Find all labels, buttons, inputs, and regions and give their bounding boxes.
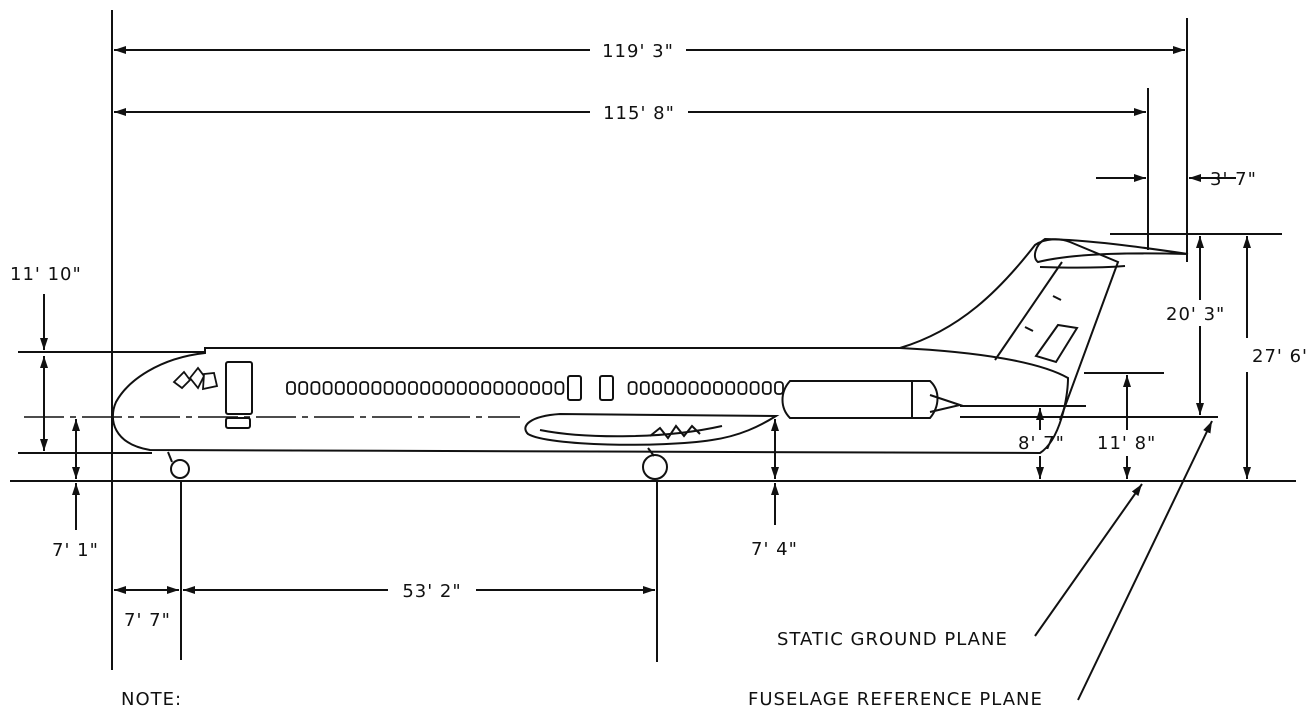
aircraft-silhouette bbox=[111, 237, 1189, 480]
engine-centerline-label: 8' 7" bbox=[1018, 433, 1065, 454]
note-label: NOTE: bbox=[121, 689, 182, 710]
flap-tracks bbox=[649, 424, 701, 440]
cockpit-window-1 bbox=[172, 370, 192, 390]
passenger-window bbox=[347, 381, 357, 395]
passenger-window bbox=[395, 381, 406, 395]
stabilizer-underside bbox=[1039, 265, 1126, 269]
passenger-window-row bbox=[286, 381, 784, 395]
passenger-window bbox=[456, 381, 467, 395]
fuselage-reference-plane-label: FUSELAGE REFERENCE PLANE bbox=[748, 689, 1043, 710]
passenger-window bbox=[359, 381, 370, 395]
overwing-exit-2 bbox=[599, 375, 614, 401]
vertical-tail bbox=[899, 238, 1120, 421]
passenger-window bbox=[298, 381, 309, 395]
engine-nacelle bbox=[781, 380, 939, 419]
cockpit-window-2 bbox=[188, 366, 206, 390]
overall-height-label: 27' 6" bbox=[1252, 346, 1306, 367]
passenger-window bbox=[749, 381, 760, 395]
tail-height-label: 20' 3" bbox=[1166, 304, 1225, 325]
passenger-window bbox=[383, 381, 394, 395]
wing-flap-line bbox=[539, 425, 723, 438]
passenger-window bbox=[652, 381, 662, 395]
passenger-window bbox=[774, 381, 784, 395]
ground-plane-leader bbox=[1034, 483, 1143, 637]
dimension-labels: 119' 3" 115' 8" 3' 7" 11' 10" 7' 1" 20' … bbox=[10, 41, 1306, 710]
passenger-window bbox=[517, 381, 528, 395]
passenger-window bbox=[310, 381, 321, 395]
passenger-window bbox=[432, 381, 443, 395]
passenger-window bbox=[481, 381, 492, 395]
passenger-window bbox=[530, 381, 540, 395]
main-wheel bbox=[642, 454, 668, 480]
nose-gear-offset-label: 7' 7" bbox=[124, 610, 171, 631]
passenger-window bbox=[554, 381, 565, 395]
wheelbase-label: 53' 2" bbox=[402, 581, 461, 602]
dimension-lines bbox=[40, 46, 1251, 701]
passenger-window bbox=[420, 381, 431, 395]
fuselage-length-label: 115' 8" bbox=[603, 103, 675, 124]
nose-height-label: 7' 1" bbox=[52, 540, 99, 561]
passenger-window bbox=[322, 381, 333, 395]
engine-exhaust-cone bbox=[929, 394, 964, 413]
passenger-window bbox=[639, 381, 650, 395]
overwing-exit-1 bbox=[567, 375, 582, 401]
tail-fairings bbox=[1024, 295, 1062, 332]
passenger-window bbox=[725, 381, 736, 395]
horizontal-stabilizer bbox=[1033, 237, 1189, 264]
cockpit-window-3 bbox=[202, 372, 219, 391]
passenger-window bbox=[700, 381, 711, 395]
static-ground-plane-label: STATIC GROUND PLANE bbox=[777, 629, 1008, 650]
forward-door bbox=[225, 361, 253, 415]
reference-plane-leader bbox=[1077, 420, 1213, 701]
passenger-window bbox=[505, 381, 516, 395]
passenger-window bbox=[713, 381, 723, 395]
overall-length-label: 119' 3" bbox=[602, 41, 674, 62]
tail-overhang-label: 3' 7" bbox=[1210, 169, 1257, 190]
passenger-window bbox=[737, 381, 748, 395]
wing bbox=[524, 412, 780, 446]
passenger-window bbox=[542, 381, 553, 395]
wing-height-label: 7' 4" bbox=[751, 539, 798, 560]
passenger-window bbox=[676, 381, 687, 395]
passenger-window bbox=[469, 381, 479, 395]
passenger-window bbox=[761, 381, 772, 395]
passenger-window bbox=[286, 381, 296, 395]
nose-gear-strut bbox=[167, 451, 173, 463]
passenger-window bbox=[688, 381, 699, 395]
passenger-window bbox=[627, 381, 638, 395]
passenger-window bbox=[664, 381, 675, 395]
passenger-window bbox=[408, 381, 418, 395]
rudder-tab bbox=[1034, 323, 1079, 364]
rudder-hinge-line bbox=[994, 261, 1063, 361]
nose-wheel bbox=[170, 459, 190, 479]
passenger-window bbox=[334, 381, 345, 395]
airstair-hatch bbox=[225, 417, 251, 429]
passenger-window bbox=[444, 381, 455, 395]
reference-lines bbox=[10, 10, 1296, 670]
passenger-window bbox=[371, 381, 382, 395]
fuselage-outline bbox=[111, 347, 1070, 455]
engine-top-label: 11' 8" bbox=[1097, 433, 1156, 454]
passenger-window bbox=[493, 381, 504, 395]
fuselage-height-label: 11' 10" bbox=[10, 264, 82, 285]
